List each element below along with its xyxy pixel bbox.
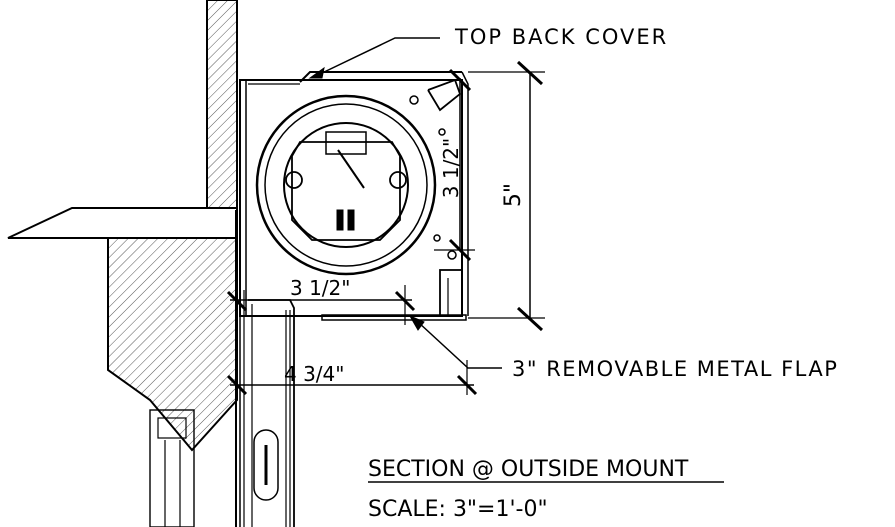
roller-housing	[239, 71, 469, 317]
leader-removable-flap	[408, 314, 502, 369]
scale-label: SCALE: 3"=1'-0"	[368, 497, 548, 522]
label-dimension-3-half-vertical: 3 1/2"	[439, 138, 463, 198]
dimension-3-half-vertical	[434, 68, 475, 262]
leader-top-back-cover	[308, 37, 440, 79]
dimension-5-inch	[468, 60, 545, 332]
roller-tube	[255, 94, 437, 276]
label-removable-flap: 3" REMOVABLE METAL FLAP	[512, 357, 838, 381]
section-title: SECTION @ OUTSIDE MOUNT	[368, 457, 689, 482]
label-top-back-cover: TOP BACK COVER	[454, 25, 668, 49]
label-dimension-4-three-quarter: 4 3/4"	[284, 362, 344, 386]
dimension-3-half	[226, 285, 416, 325]
window-sill	[7, 207, 238, 452]
shade-rails	[235, 210, 295, 527]
window-frame	[149, 409, 195, 527]
label-dimension-5: 5"	[501, 183, 526, 207]
label-dimension-3-half: 3 1/2"	[290, 276, 350, 300]
dimension-4-three-quarter	[226, 360, 478, 396]
metal-flap	[321, 314, 467, 321]
wall	[206, 0, 238, 211]
